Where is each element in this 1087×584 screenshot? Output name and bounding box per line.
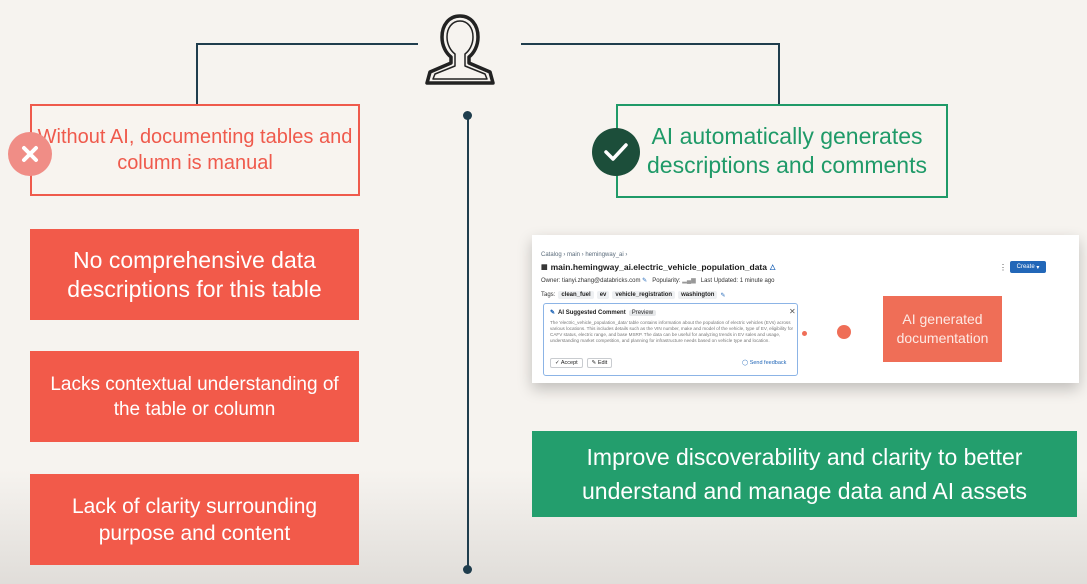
accept-label: Accept [560, 360, 578, 366]
feedback-icon: ◯ [742, 360, 749, 366]
updated-label: Last Updated: [700, 278, 739, 284]
connector-left-vertical [196, 43, 198, 105]
send-feedback-label: Send feedback [749, 360, 787, 366]
edit-owner-icon[interactable]: ✎ [642, 278, 648, 284]
callout-dot-small [802, 331, 807, 336]
updated-value: 1 minute ago [739, 278, 775, 284]
create-button-label: Create [1016, 264, 1035, 270]
table-meta: Owner: tianyi.zhang@databricks.com ✎ Pop… [541, 277, 774, 284]
ai-card-title: AI Suggested Comment [558, 309, 626, 316]
ai-card-actions: ✓ Accept ✎ Edit [550, 358, 613, 368]
problem-box-1: No comprehensive data descriptions for t… [30, 229, 359, 320]
edit-tags-icon[interactable]: ✎ [720, 292, 726, 299]
accept-check-icon: ✓ [555, 360, 560, 366]
without-ai-heading-text: Without AI, documenting tables and colum… [37, 126, 353, 174]
callout-text: AI generated documentation [896, 311, 989, 346]
with-ai-heading-text: AI automatically generates descriptions … [647, 123, 927, 178]
owner-value: tianyi.zhang@databricks.com [562, 278, 641, 284]
owner-label: Owner: [541, 278, 561, 284]
ai-sparkle-icon: △ [769, 264, 776, 271]
chevron-down-icon: ▾ [1036, 264, 1040, 271]
problem-box-3: Lack of clarity surrounding purpose and … [30, 474, 359, 565]
ai-card-header: ✎ AI Suggested Comment Preview [550, 309, 657, 316]
create-button[interactable]: Create ▾ [1010, 261, 1046, 273]
divider-bottom-dot [463, 565, 472, 574]
problem-text-3: Lack of clarity surrounding purpose and … [71, 494, 318, 545]
with-ai-heading: AI automatically generates descriptions … [616, 104, 948, 198]
x-icon [8, 132, 52, 176]
edit-pencil-icon: ✎ [591, 360, 597, 366]
edit-label: Edit [597, 360, 608, 366]
benefit-text: Improve discoverability and clarity to b… [582, 444, 1027, 504]
accept-button[interactable]: ✓ Accept [550, 358, 583, 368]
send-feedback-link[interactable]: ◯ Send feedback [742, 360, 786, 366]
table-title: ▦ main.hemingway_ai.electric_vehicle_pop… [541, 262, 775, 272]
problem-box-2: Lacks contextual understanding of the ta… [30, 351, 359, 442]
connector-right-horizontal [521, 43, 780, 45]
problem-text-2: Lacks contextual understanding of the ta… [50, 373, 339, 420]
table-icon: ▦ [541, 264, 548, 271]
tags-row: Tags: clean_fuel ev vehicle_registration… [541, 291, 725, 299]
person-icon [424, 8, 496, 86]
divider-top-dot [463, 111, 472, 120]
close-icon[interactable]: ✕ [789, 307, 796, 316]
connector-left-horizontal [196, 43, 418, 45]
tags-label: Tags: [541, 292, 556, 298]
popularity-bars-icon: ▂▄▆ [682, 278, 696, 284]
without-ai-heading: Without AI, documenting tables and colum… [30, 104, 360, 196]
popularity-label: Popularity: [652, 278, 681, 284]
tag-chip[interactable]: clean_fuel [558, 291, 594, 299]
breadcrumb[interactable]: Catalog › main › hemingway_ai › [541, 252, 628, 258]
tag-chip[interactable]: vehicle_registration [612, 291, 676, 299]
preview-badge: Preview [628, 309, 657, 316]
ai-card-body: The 'electric_vehicle_population_data' t… [550, 320, 794, 343]
connector-right-vertical [778, 43, 780, 105]
callout-dot-large [837, 325, 851, 339]
edit-button[interactable]: ✎ Edit [586, 358, 613, 368]
problem-text-1: No comprehensive data descriptions for t… [67, 246, 322, 302]
benefit-box: Improve discoverability and clarity to b… [532, 431, 1077, 517]
ai-documentation-callout: AI generated documentation [883, 296, 1002, 362]
table-name: main.hemingway_ai.electric_vehicle_popul… [550, 262, 767, 272]
tag-chip[interactable]: ev [596, 291, 610, 299]
more-options-icon[interactable]: ⋮ [999, 263, 1007, 272]
tag-chip[interactable]: washington [678, 291, 718, 299]
ai-comment-icon: ✎ [550, 310, 556, 316]
ai-suggested-comment-card: ✎ AI Suggested Comment Preview ✕ The 'el… [543, 303, 798, 376]
check-icon [592, 128, 640, 176]
center-divider-line [467, 115, 469, 569]
